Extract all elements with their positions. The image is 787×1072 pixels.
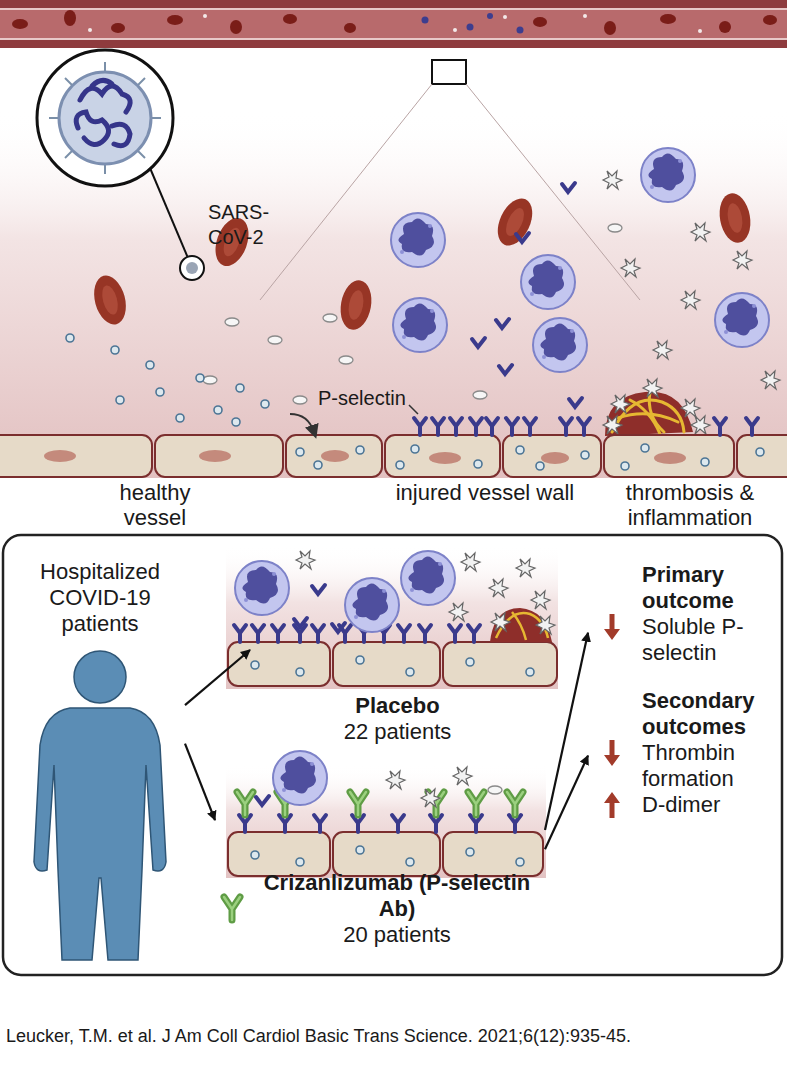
node-text: Soluble P-selectin xyxy=(642,614,776,666)
node-text: Thrombin formation xyxy=(642,740,776,792)
arm-box: Crizanlizumab (P-selectin Ab)20 patients xyxy=(215,760,545,950)
p-selectin-receptors xyxy=(414,418,758,435)
patient-group: Hospitalized COVID-19 patients xyxy=(15,555,185,965)
flow-arrow xyxy=(545,756,588,850)
node-text: Hospitalized COVID-19 patients xyxy=(15,559,185,637)
leader-line xyxy=(409,405,418,414)
binding-arrow xyxy=(290,414,314,432)
node-text: 22 patients xyxy=(344,719,452,745)
decrease-arrow xyxy=(602,738,622,768)
antibody-icon xyxy=(224,897,240,920)
endothelium xyxy=(0,435,787,477)
node-heading: Primary outcome xyxy=(642,562,776,614)
study-panel xyxy=(3,535,782,975)
thrombus xyxy=(603,379,710,436)
flow-arrow xyxy=(185,744,215,820)
region-label: healthy vessel xyxy=(95,480,215,530)
node-heading: Crizanlizumab (P-selectin Ab) xyxy=(249,870,545,922)
flow-arrow xyxy=(185,650,250,705)
decrease-arrow xyxy=(602,612,622,642)
molecule-label: P-selectin xyxy=(318,386,406,411)
virus-zoom xyxy=(37,50,204,280)
patient-silhouette xyxy=(34,651,166,960)
virus-label: SARS-CoV-2 xyxy=(208,200,280,250)
blood-cells xyxy=(66,191,754,426)
arm-box: Placebo22 patients xyxy=(250,545,545,745)
node-text: 20 patients xyxy=(343,922,451,948)
leukocytes xyxy=(391,148,780,407)
placebo-scene xyxy=(226,545,558,689)
increase-arrow xyxy=(602,790,622,820)
node-heading: Secondary outcomes xyxy=(642,688,776,740)
caption: Leucker, T.M. et al. J Am Coll Cardiol B… xyxy=(6,1024,631,1049)
node-text: D-dimer xyxy=(642,792,720,818)
outcome-box: Secondary outcomesThrombin formationD-di… xyxy=(588,688,780,818)
node-heading: Placebo xyxy=(355,693,439,719)
outcome-box: Primary outcomeSoluble P-selectin xyxy=(588,562,780,666)
magnify-lines xyxy=(260,84,640,300)
region-label: injured vessel wall xyxy=(395,480,575,505)
region-label: thrombosis & inflammation xyxy=(598,480,782,530)
